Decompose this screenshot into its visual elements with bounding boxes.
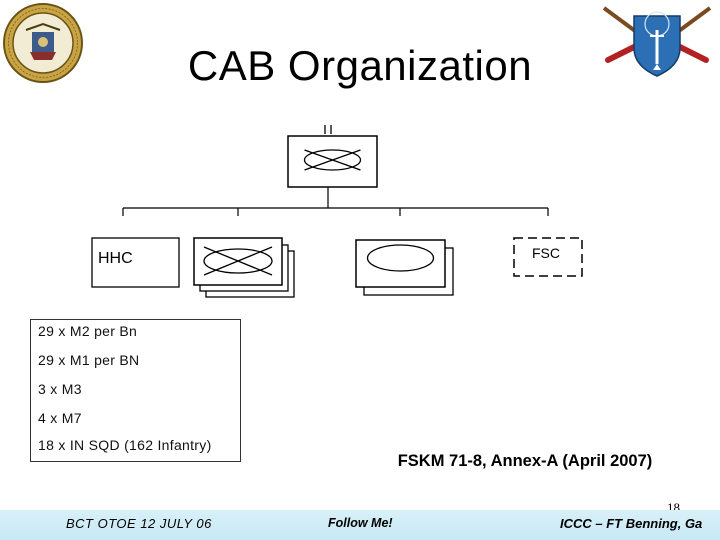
slide-title: CAB Organization [187,42,533,89]
org-chart [91,125,583,298]
army-seal-emblem [3,3,83,83]
hhc-label: HHC [98,250,133,267]
footer-right-text: ICCC – FT Benning, Ga [560,516,703,531]
combined-arms-company-symbol [193,237,295,298]
reference-citation: FSKM 71-8, Annex-A (April 2007) [397,452,653,470]
footer-motto: Follow Me! [328,516,393,530]
hhc-unit-symbol [91,237,180,288]
fsc-label: FSC [532,245,560,261]
battalion-hq-symbol [287,125,378,188]
equipment-item: 3 x M3 [38,381,82,397]
equipment-list-box: 29 x M2 per Bn 29 x M1 per BN 3 x M3 4 x… [30,319,241,462]
equipment-item: 29 x M1 per BN [38,352,140,368]
equipment-item: 4 x M7 [38,410,82,426]
equipment-item: 29 x M2 per Bn [38,323,138,339]
infantry-crest-emblem [602,6,712,77]
footer-band [0,510,720,540]
footer-left-text: BCT OTOE 12 JULY 06 [66,516,212,531]
fsc-unit-symbol [513,237,583,277]
equipment-item: 18 x IN SQD (162 Infantry) [38,437,212,453]
org-chart-connectors [122,187,549,216]
armor-company-symbol [355,239,454,296]
